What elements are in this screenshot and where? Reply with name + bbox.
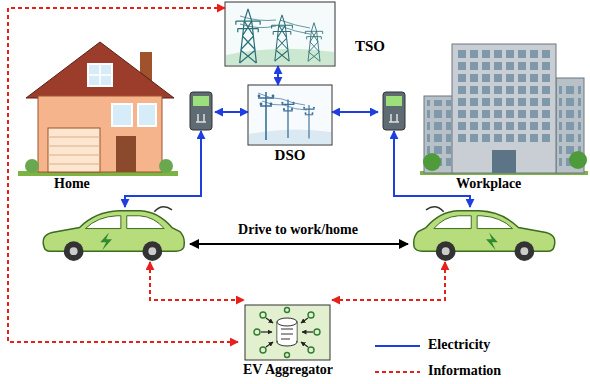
dso-illustration bbox=[248, 85, 332, 145]
aggregator-illustration bbox=[245, 305, 330, 360]
office-illustration bbox=[420, 44, 588, 175]
ev-car bbox=[43, 207, 184, 261]
information-flow bbox=[8, 8, 238, 342]
node-label: TSO bbox=[355, 38, 385, 55]
aggregator-node: EV Aggregator bbox=[238, 305, 338, 381]
electricity-flow bbox=[332, 111, 378, 113]
tso-illustration bbox=[225, 2, 335, 66]
tso-node: TSO bbox=[225, 2, 390, 66]
info-line bbox=[150, 262, 244, 300]
charging-line bbox=[125, 131, 201, 207]
legend-label: Information bbox=[428, 363, 501, 379]
node-label: Workplace bbox=[456, 176, 521, 192]
legend-label: Electricity bbox=[428, 337, 490, 353]
node-label: DSO bbox=[275, 147, 306, 164]
info-line bbox=[332, 262, 445, 300]
charging-line bbox=[394, 131, 470, 207]
house-illustration bbox=[18, 42, 178, 176]
home-node: Home bbox=[20, 38, 215, 195]
workplace-node: Workplace bbox=[378, 38, 588, 195]
route-label: Drive to work/home bbox=[238, 222, 358, 238]
drive-arrow bbox=[190, 243, 408, 245]
dso-node: DSO bbox=[248, 85, 332, 165]
legend-sample bbox=[375, 371, 420, 373]
node-label: EV Aggregator bbox=[243, 362, 333, 378]
legend-sample bbox=[375, 345, 420, 347]
electricity-flow bbox=[215, 111, 248, 113]
electricity-flow bbox=[277, 66, 279, 85]
charger-icon bbox=[190, 92, 212, 130]
node-label: Home bbox=[54, 176, 90, 192]
charger-icon bbox=[383, 92, 405, 130]
ev-car bbox=[414, 207, 555, 261]
